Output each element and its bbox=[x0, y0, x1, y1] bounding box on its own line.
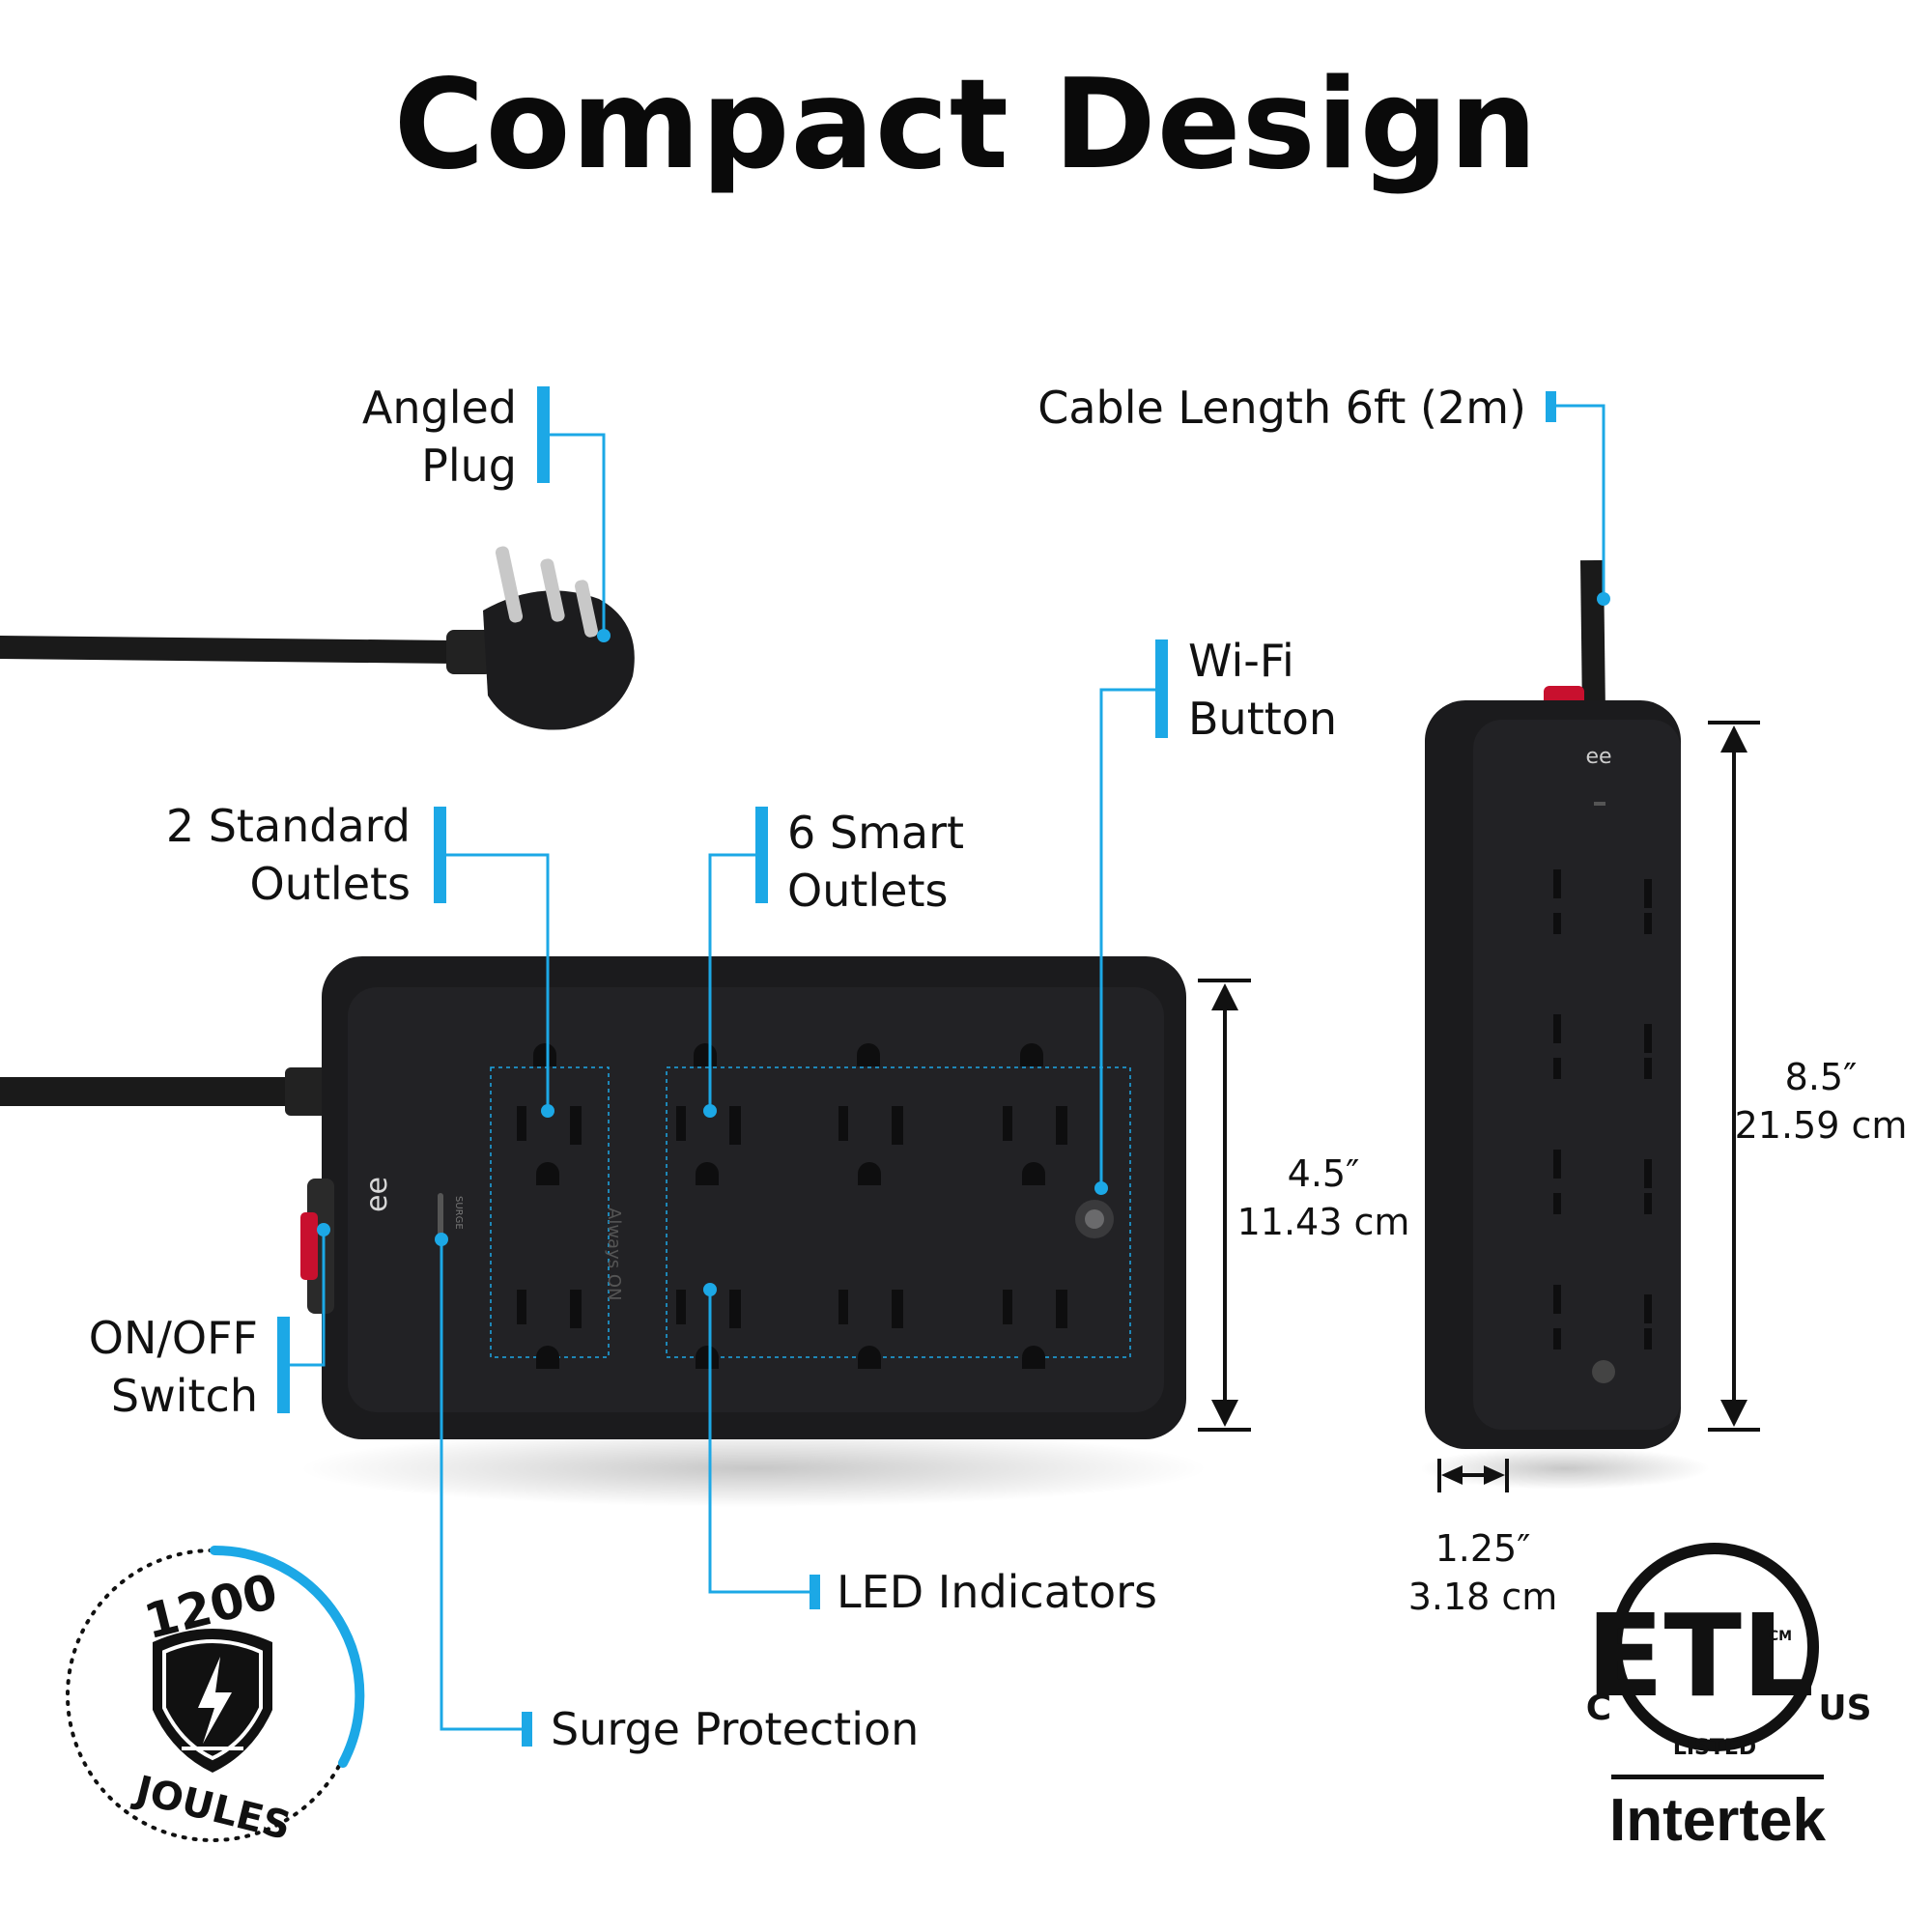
outlet bbox=[517, 1106, 582, 1185]
svg-text:LISTED: LISTED bbox=[1673, 1736, 1756, 1760]
page-title: Compact Design bbox=[393, 53, 1539, 197]
outlet bbox=[517, 1290, 582, 1369]
outlet bbox=[1003, 1106, 1067, 1185]
callout-markers bbox=[277, 386, 1610, 1747]
svg-text:ee: ee bbox=[1585, 745, 1611, 769]
outlet bbox=[838, 1290, 903, 1369]
joules-unit: JOULES bbox=[128, 1767, 295, 1849]
depth-dimension-label: 1.25″3.18 cm bbox=[1407, 1527, 1558, 1618]
always-on-label: Always ON bbox=[604, 1208, 624, 1300]
surge-label: SURGE bbox=[453, 1196, 464, 1230]
length-dimension-label: 8.5″21.59 cm bbox=[1734, 1056, 1908, 1147]
outlet bbox=[838, 1106, 903, 1185]
svg-text:C: C bbox=[1586, 1689, 1611, 1728]
etl-mark-letters: ETL bbox=[1586, 1589, 1814, 1722]
svg-text:CM: CM bbox=[1769, 1629, 1792, 1644]
led-indicators-label: LED Indicators bbox=[837, 1566, 1157, 1618]
height-dimension-label: 4.5″11.43 cm bbox=[1236, 1152, 1410, 1243]
callout-lines bbox=[290, 404, 1605, 1731]
svg-text:ee: ee bbox=[360, 1177, 394, 1212]
angled-plug bbox=[0, 546, 635, 730]
outlet bbox=[1003, 1290, 1067, 1369]
surge-protection-label: Surge Protection bbox=[551, 1703, 920, 1755]
outlet bbox=[676, 1290, 741, 1369]
etl-certification-mark: ETL CM LISTED C US Intertek bbox=[1586, 1543, 1872, 1854]
power-strip-front: ee Always ON SURGE bbox=[0, 956, 1186, 1439]
svg-text:US: US bbox=[1818, 1689, 1871, 1728]
dimension-arrows bbox=[1198, 721, 1760, 1492]
joules-badge: 1200 JOULES bbox=[66, 1545, 365, 1849]
cable-length-label: Cable Length 6ft (2m) bbox=[1037, 382, 1526, 434]
outlet bbox=[676, 1106, 741, 1185]
intertek-brand: Intertek bbox=[1609, 1787, 1826, 1854]
power-strip-side: ee bbox=[1425, 559, 1681, 1449]
